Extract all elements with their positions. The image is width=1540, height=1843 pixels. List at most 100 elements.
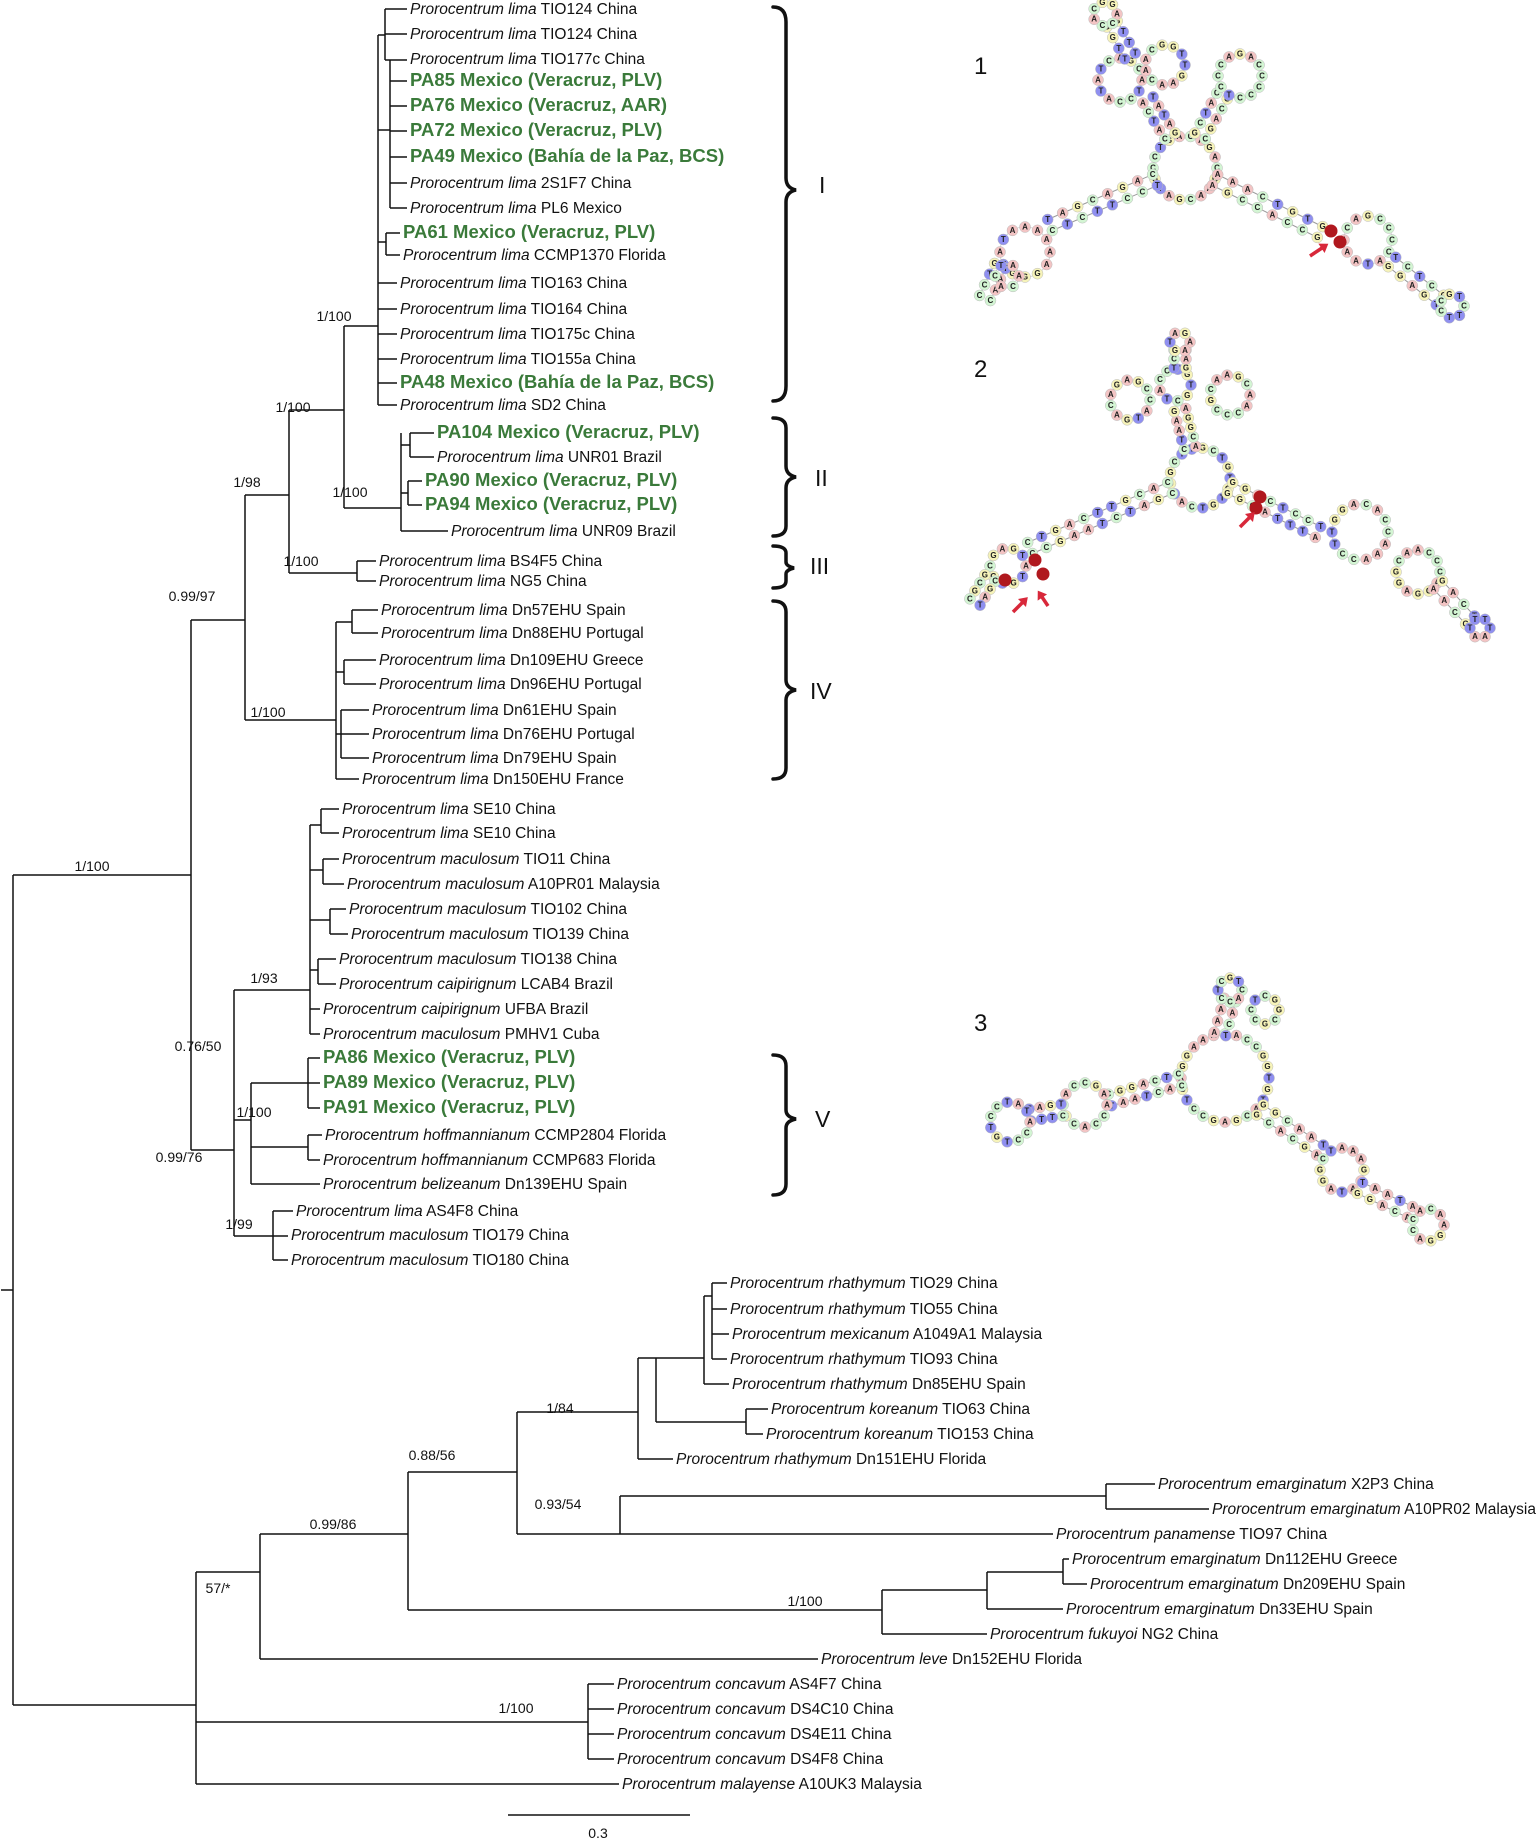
leaf-label: Prorocentrum caipirignum LCAB4 Brazil — [339, 976, 613, 993]
nucleotide-letter: C — [1162, 135, 1168, 144]
nucleotide-c — [1382, 526, 1394, 538]
leaf-species: Prorocentrum caipirignum — [339, 976, 517, 993]
leaf-species: Prorocentrum lima — [400, 397, 527, 414]
nucleotide-letter: C — [1219, 994, 1225, 1003]
nucleotide-a — [1244, 389, 1256, 401]
nucleotide-g — [1234, 493, 1246, 506]
nucleotide-letter: A — [1269, 211, 1275, 220]
nucleotide-letter: G — [1276, 1006, 1282, 1015]
leaf-strain: TIO29 China — [906, 1275, 998, 1292]
nucleotide-letter: G — [1170, 42, 1176, 51]
nucleotide-g — [1234, 48, 1246, 60]
nucleotide-letter: G — [1192, 129, 1198, 138]
nucleotide-letter: A — [998, 282, 1004, 291]
nucleotide-g — [1259, 1018, 1271, 1030]
nucleotide-a — [1341, 246, 1353, 258]
nucleotide-letter: G — [1397, 272, 1403, 281]
nucleotide-letter: C — [1363, 500, 1369, 509]
nucleotide-letter: G — [1446, 290, 1452, 299]
leaf-species: Prorocentrum lima — [379, 676, 506, 693]
leaf-strain: TIO124 China — [537, 1, 638, 18]
leaf-label: Prorocentrum lima Dn76EHU Portugal — [372, 726, 635, 743]
nucleotide-letter: A — [1410, 1202, 1416, 1211]
nucleotide-letter: A — [1441, 1221, 1447, 1230]
nucleotide-letter: T — [1220, 453, 1225, 462]
arrow-head-icon — [1318, 243, 1329, 254]
nucleotide-letter: C — [1181, 445, 1187, 454]
nucleotide-letter: G — [1172, 128, 1178, 137]
nucleotide-letter: A — [1143, 55, 1149, 64]
nucleotide-c — [1251, 201, 1264, 214]
nucleotide-a — [1152, 100, 1165, 112]
leaf-label: Prorocentrum lima TIO164 China — [400, 301, 628, 318]
nucleotide-c — [1154, 373, 1166, 386]
nucleotide-t — [1199, 107, 1212, 119]
nucleotide-g — [1152, 493, 1165, 506]
nucleotide-letter: T — [1483, 615, 1488, 624]
nucleotide-letter: G — [1171, 407, 1177, 416]
nucleotide-letter: C — [1386, 248, 1392, 257]
nucleotide-c — [1207, 445, 1220, 457]
nucleotide-letter: C — [1215, 72, 1221, 81]
nucleotide-c — [1077, 512, 1090, 525]
leaf-label: Prorocentrum emarginatum Dn209EHU Spain — [1090, 1576, 1405, 1593]
leaf-label: Prorocentrum lima SE10 China — [342, 825, 556, 842]
nucleotide-a — [1082, 523, 1095, 536]
nucleotide-letter: G — [1235, 372, 1241, 381]
bracket-clade-iii — [771, 544, 795, 590]
nucleotide-g — [1121, 414, 1133, 426]
leaf-label: Prorocentrum hoffmannianum CCMP683 Flori… — [323, 1152, 656, 1169]
nucleotide-letter: A — [1278, 1126, 1284, 1135]
nucleotide-c — [1256, 191, 1269, 203]
leaf-label: Prorocentrum hoffmannianum CCMP2804 Flor… — [325, 1127, 667, 1144]
nucleotide-letter: A — [1353, 215, 1359, 224]
leaf-label: Prorocentrum mexicanum A1049A1 Malaysia — [732, 1326, 1043, 1343]
nucleotide-a — [1355, 1153, 1367, 1165]
nucleotide-a — [1147, 482, 1160, 495]
nucleotide-a — [1293, 1123, 1306, 1135]
nucleotide-t — [1216, 452, 1228, 464]
leaf-label: Prorocentrum belizeanum Dn139EHU Spain — [323, 1176, 627, 1193]
nucleotide-a — [1068, 529, 1081, 542]
nucleotide-c — [1149, 1075, 1161, 1087]
nucleotide-letter: A — [1124, 376, 1130, 385]
leaf-species: Prorocentrum emarginatum — [1090, 1576, 1279, 1593]
nucleotide-letter: A — [1212, 153, 1218, 162]
nucleotide-letter: A — [1382, 540, 1388, 549]
leaf-species: Prorocentrum mexicanum — [732, 1326, 910, 1343]
nucleotide-a — [1438, 1219, 1450, 1231]
nucleotide-c — [991, 1101, 1003, 1113]
nucleotide-c — [978, 279, 991, 291]
nucleotide-t — [1132, 412, 1145, 424]
arrow-head-icon — [1017, 597, 1028, 608]
nucleotide-a — [1371, 504, 1384, 516]
nucleotide-c — [1241, 1034, 1253, 1046]
nucleotide-letter: A — [1312, 533, 1318, 542]
nucleotide-c — [984, 294, 997, 307]
nucleotide-t — [1326, 526, 1338, 538]
nucleotide-letter: C — [1197, 119, 1203, 128]
nucleotide-c — [1007, 280, 1019, 293]
leaf-species: Prorocentrum lima — [381, 602, 508, 619]
nucleotide-c — [1458, 300, 1470, 312]
nucleotide-letter: G — [1135, 377, 1141, 386]
nucleotide-letter: C — [992, 577, 998, 586]
nucleotide-c — [1076, 211, 1089, 224]
nucleotide-a — [1221, 369, 1233, 381]
nucleotide-a — [1414, 1233, 1426, 1245]
leaf-species: Prorocentrum lima — [451, 523, 578, 540]
nucleotide-c — [1166, 487, 1179, 500]
leaf-species: Prorocentrum lima — [410, 26, 537, 43]
nucleotide-letter: G — [1120, 183, 1126, 192]
nucleotide-c — [1159, 133, 1171, 145]
nucleotide-letter: C — [1113, 513, 1119, 522]
leaf-label: PA85 Mexico (Veracruz, PLV) — [410, 69, 662, 90]
nucleotide-letter: A — [1071, 531, 1077, 540]
leaf-strain: NG5 China — [506, 573, 587, 590]
nucleotide-letter: A — [1230, 1009, 1236, 1018]
nucleotide-t — [1129, 47, 1141, 59]
support-value: 1/100 — [787, 1593, 822, 1609]
leaf-label: Prorocentrum fukuyoi NG2 China — [990, 1626, 1219, 1643]
nucleotide-letter: A — [1157, 386, 1163, 395]
nucleotide-letter: G — [1227, 974, 1233, 983]
